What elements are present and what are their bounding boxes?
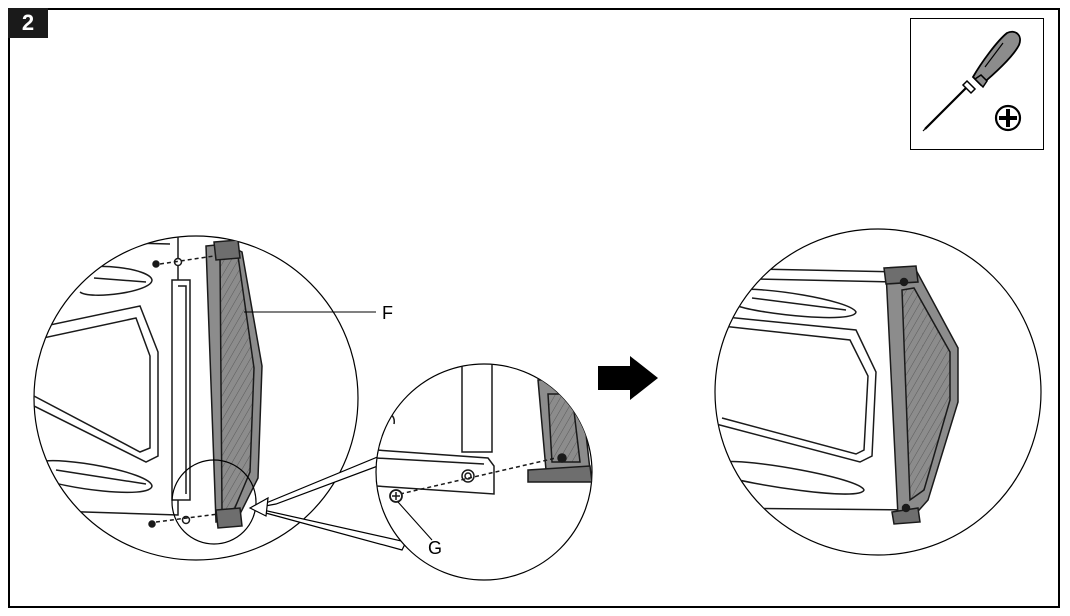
right-arrow-icon: [598, 356, 658, 400]
illustration-frame: [8, 8, 1060, 608]
tool-panel: [910, 18, 1044, 150]
step-number-badge: 2: [8, 8, 48, 38]
zoom-detail-view: [375, 363, 593, 581]
phillips-screwdriver-icon: [922, 30, 1022, 132]
zoom-focus-circle: [171, 459, 257, 545]
label-g: G: [428, 538, 442, 558]
zoom-callout-lines: [248, 445, 411, 551]
label-f: F: [382, 303, 393, 323]
left-detail-view: [33, 235, 359, 561]
right-result-view: [714, 228, 1042, 556]
phillips-head-symbol: [994, 104, 1022, 132]
